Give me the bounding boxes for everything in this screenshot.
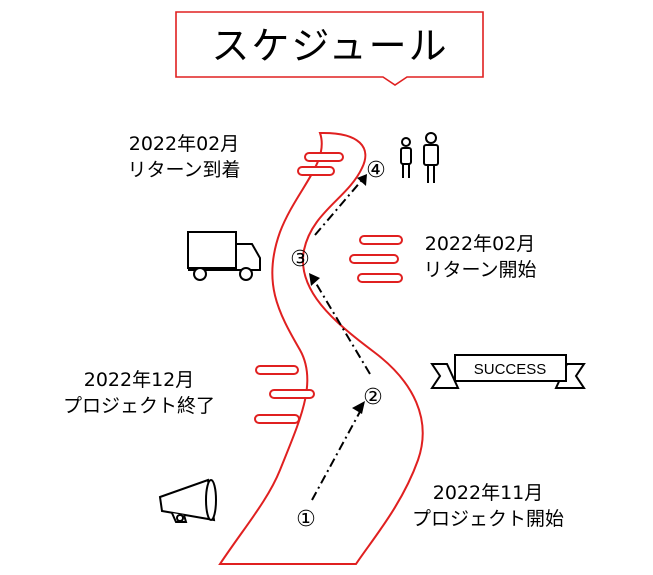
truck-icon xyxy=(187,231,261,281)
people-icon xyxy=(400,132,439,183)
megaphone-icon xyxy=(158,478,217,523)
milestone-event-4: リターン到着 xyxy=(127,159,240,181)
milestone-label-3: 2022年02月 リターン開始 xyxy=(423,233,536,281)
milestone-event-3: リターン開始 xyxy=(423,259,536,281)
milestone-date-1: 2022年11月 xyxy=(433,482,544,504)
milestone-event-1: プロジェクト開始 xyxy=(412,508,564,530)
dash-right-3 xyxy=(357,273,403,283)
route-arrowheads xyxy=(309,174,367,414)
route-arrow-1-2 xyxy=(311,407,363,501)
ribbon-body xyxy=(454,354,567,382)
arrowhead-4 xyxy=(357,174,367,186)
milestone-date-3: 2022年02月 xyxy=(425,233,536,255)
milestone-date-2: 2022年12月 xyxy=(84,369,195,391)
route-arrows xyxy=(311,179,371,501)
dash-left-3 xyxy=(254,414,300,424)
ribbon-tail-left xyxy=(430,363,460,389)
milestone-event-2: プロジェクト終了 xyxy=(63,395,215,417)
arrowhead-2 xyxy=(352,401,365,414)
dash-top-1 xyxy=(304,152,344,162)
step-marker-1: ① xyxy=(296,507,316,532)
dash-right-2 xyxy=(349,254,399,264)
step-marker-2: ② xyxy=(363,385,383,410)
step-marker-4: ④ xyxy=(366,158,386,183)
dash-right-1 xyxy=(359,235,403,245)
ribbon-banner-icon: SUCCESS xyxy=(430,354,586,389)
road xyxy=(218,131,424,565)
dash-left-2 xyxy=(269,389,315,399)
page-title: スケジュール xyxy=(211,24,448,68)
milestone-date-4: 2022年02月 xyxy=(129,133,240,155)
banner-text: SUCCESS xyxy=(474,361,547,378)
step-marker-3: ③ xyxy=(290,247,310,272)
dash-top-2 xyxy=(297,166,335,176)
title-callout: スケジュール xyxy=(175,11,484,86)
route-arrow-3-4 xyxy=(314,179,363,236)
milestone-label-1: 2022年11月 プロジェクト開始 xyxy=(412,482,564,530)
arrowhead-3 xyxy=(309,273,320,286)
milestone-label-2: 2022年12月 プロジェクト終了 xyxy=(63,369,215,417)
milestone-label-4: 2022年02月 リターン到着 xyxy=(127,133,240,181)
dash-left-1 xyxy=(255,365,299,375)
road-dash-decorations xyxy=(254,152,403,424)
title-box xyxy=(175,11,484,86)
